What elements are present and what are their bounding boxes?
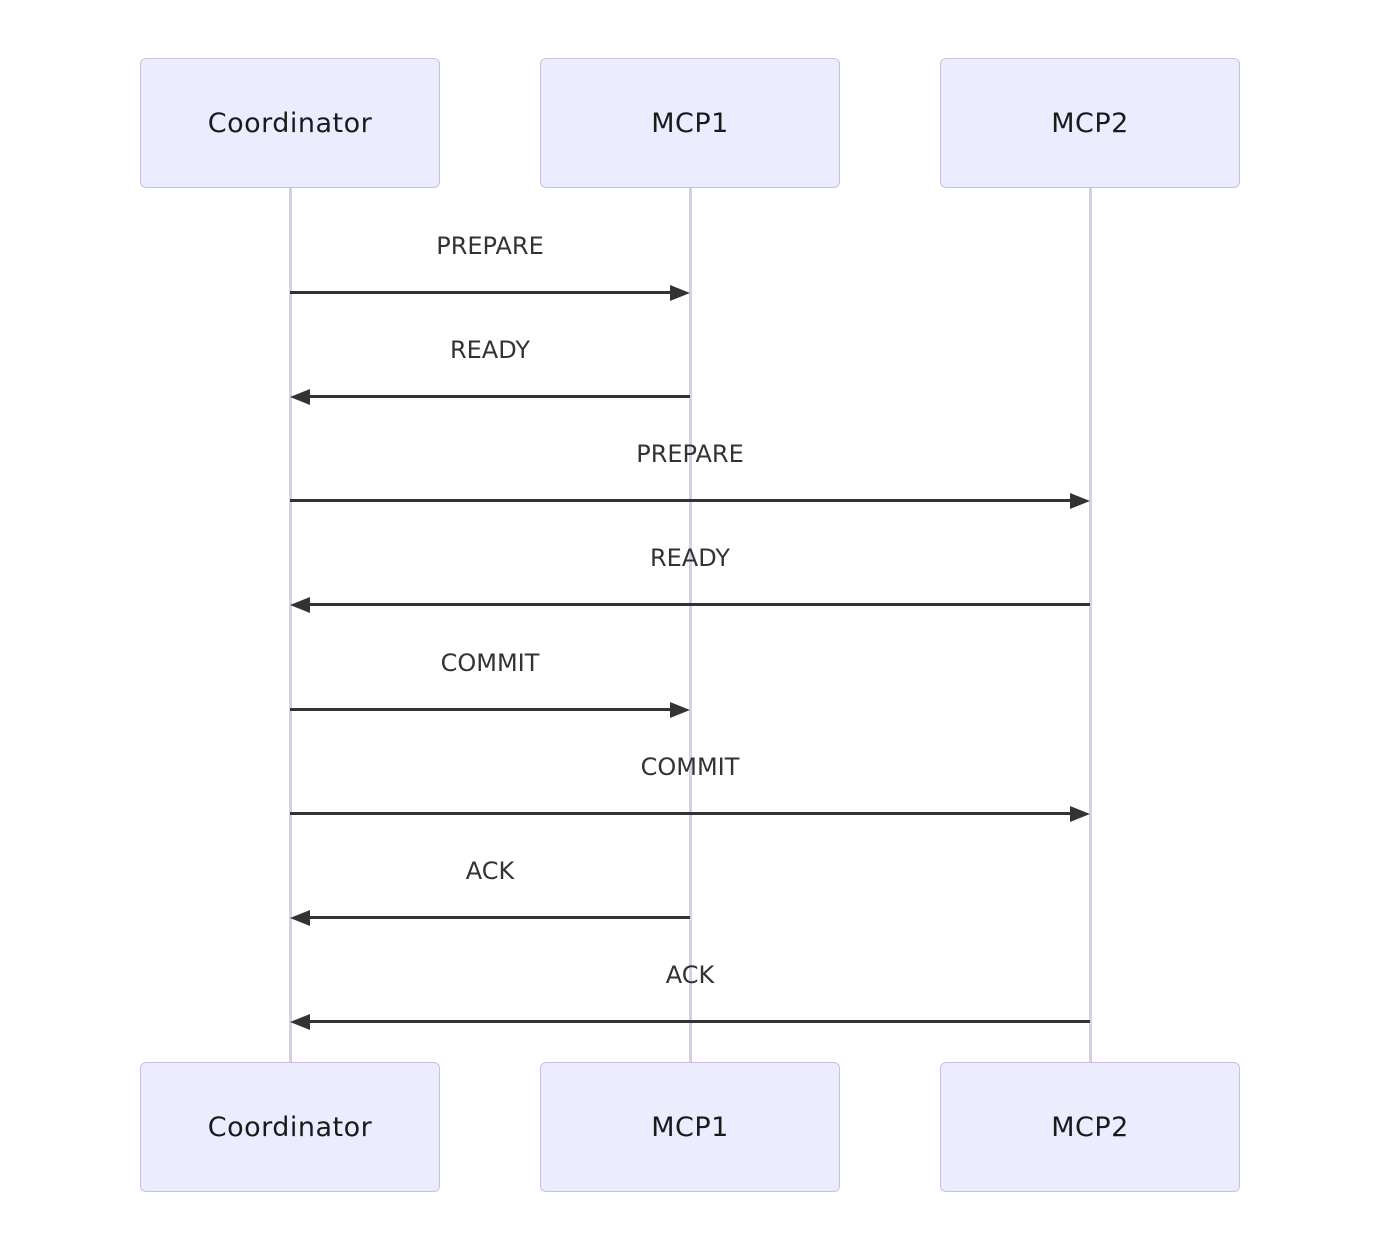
arrowhead-icon <box>670 701 690 718</box>
actor-label: MCP2 <box>1051 1111 1129 1143</box>
message-label: COMMIT <box>440 649 540 677</box>
actor-box-top-mcp1: MCP1 <box>540 58 840 188</box>
arrowhead-icon <box>670 284 690 301</box>
message-line <box>290 812 1085 815</box>
actor-box-bottom-mcp1: MCP1 <box>540 1062 840 1192</box>
message-label: COMMIT <box>640 753 740 781</box>
message-label: ACK <box>465 857 515 885</box>
arrowhead-icon <box>290 388 310 405</box>
actor-box-bottom-mcp2: MCP2 <box>940 1062 1240 1192</box>
message-label: READY <box>649 544 731 572</box>
message-label: PREPARE <box>436 232 544 260</box>
message-line <box>295 603 1090 606</box>
arrowhead-icon <box>290 596 310 613</box>
arrowhead-icon <box>1070 492 1090 509</box>
arrowhead-icon <box>290 909 310 926</box>
arrowhead-icon <box>1070 805 1090 822</box>
lifeline-mcp2 <box>1088 188 1092 1063</box>
actor-box-bottom-coordinator: Coordinator <box>140 1062 440 1192</box>
message-line <box>295 1020 1090 1023</box>
message-label: PREPARE <box>636 440 744 468</box>
actor-box-top-coordinator: Coordinator <box>140 58 440 188</box>
actor-label: Coordinator <box>207 1111 373 1143</box>
message-line <box>290 708 685 711</box>
actor-label: MCP1 <box>651 1111 729 1143</box>
message-line <box>290 291 685 294</box>
lifeline-mcp1 <box>688 188 692 1063</box>
lifeline-coordinator <box>288 188 292 1063</box>
message-line <box>295 395 690 398</box>
actor-label: MCP2 <box>1051 107 1129 139</box>
message-label: READY <box>449 336 531 364</box>
message-line <box>290 499 1085 502</box>
actor-box-top-mcp2: MCP2 <box>940 58 1240 188</box>
arrowhead-icon <box>290 1013 310 1030</box>
actor-label: Coordinator <box>207 107 373 139</box>
message-label: ACK <box>665 961 715 989</box>
actor-label: MCP1 <box>651 107 729 139</box>
message-line <box>295 916 690 919</box>
